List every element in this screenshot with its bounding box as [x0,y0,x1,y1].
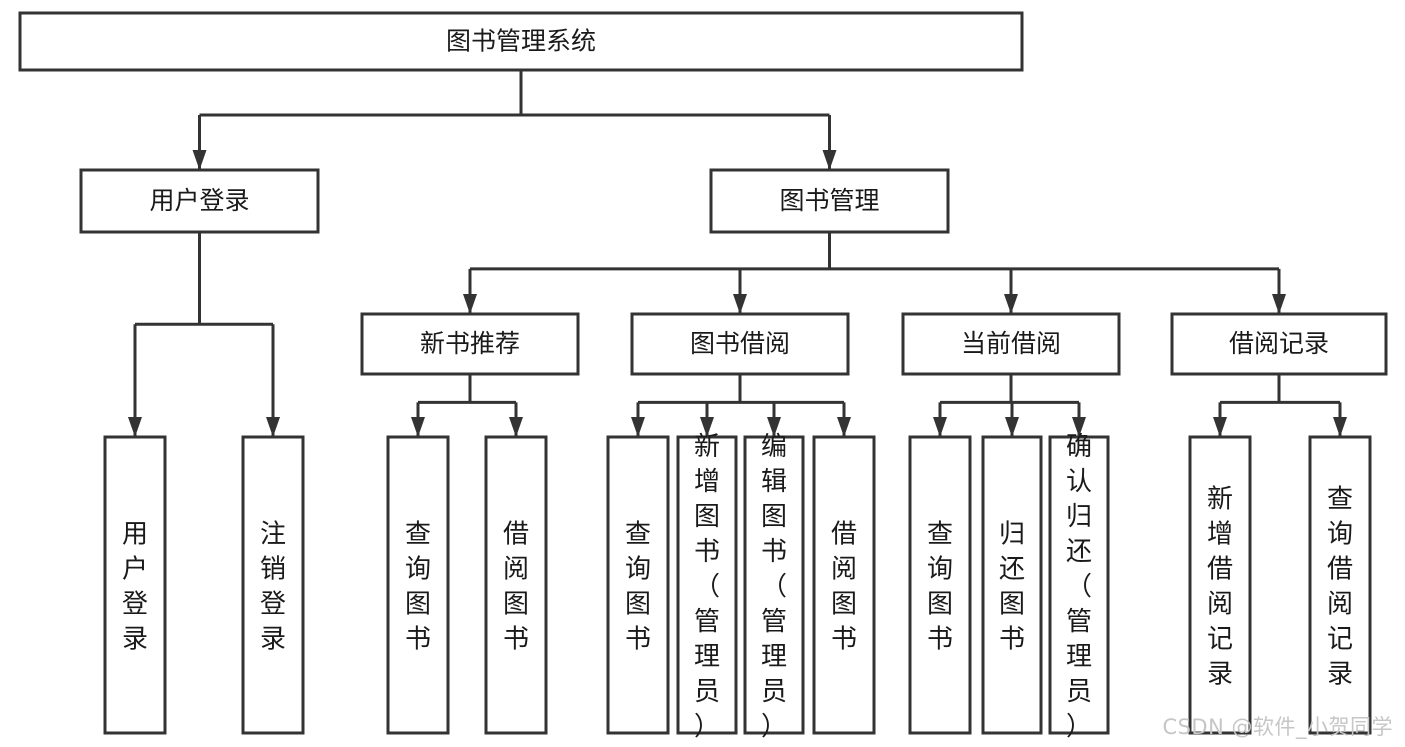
node-leaf-query-book-1[interactable]: 查询图书 [386,435,450,735]
node-leaf-borrow-book-1-box[interactable] [484,435,548,735]
node-leaf-query-book-1-label: 查询图书 [405,519,431,654]
node-leaf-query-book-2-label: 查询图书 [625,519,651,654]
node-leaf-confirm-return-box[interactable] [1048,435,1110,735]
node-borrow-record[interactable]: 借阅记录 [1170,312,1388,376]
node-book-manage-box[interactable] [709,168,950,234]
node-leaf-user-login-box[interactable] [103,435,167,735]
arrow-head-icon [1004,294,1018,314]
node-user-login-label: 用户登录 [149,186,249,215]
node-leaf-user-login[interactable]: 用户登录 [103,435,167,735]
arrow-head-icon [266,417,280,437]
node-leaf-query-book-3[interactable]: 查询图书 [908,435,972,735]
node-leaf-edit-book-box[interactable] [743,435,805,735]
node-leaf-logout-label: 注销登录 [260,519,286,654]
connector-book-manage-to-level3 [463,232,1286,314]
node-current-borrow[interactable]: 当前借阅 [901,312,1121,376]
arrow-head-icon [1213,417,1227,437]
arrow-head-icon [767,417,781,437]
node-book-borrow[interactable]: 图书借阅 [630,312,850,376]
node-leaf-query-record-box[interactable] [1308,435,1372,735]
node-leaf-query-record-label: 查询借阅记录 [1327,484,1353,689]
node-leaf-edit-book[interactable]: 编辑图书（管理员） [743,432,805,742]
node-borrow-record-box[interactable] [1170,312,1388,376]
node-root-box[interactable] [18,11,1024,72]
arrow-head-icon [631,417,645,437]
node-user-login[interactable]: 用户登录 [79,168,320,234]
node-leaf-add-book[interactable]: 新增图书（管理员） [676,432,738,742]
node-leaf-logout-box[interactable] [241,435,305,735]
connector-new-book-rec-to-leaves [411,374,523,437]
node-new-book-rec-box[interactable] [360,312,580,376]
arrow-head-icon [128,417,142,437]
node-leaf-borrow-book-2[interactable]: 借阅图书 [812,435,876,735]
node-leaf-add-book-label: 新增图书（管理员） [694,432,720,742]
node-leaf-add-record-label: 新增借阅记录 [1207,484,1233,689]
node-leaf-query-book-3-label: 查询图书 [927,519,953,654]
connector-layer [128,70,1347,437]
connector-user-login-to-leaves [128,232,280,437]
arrow-head-icon [933,417,947,437]
connector-current-borrow-to-leaves [933,374,1086,437]
node-user-login-box[interactable] [79,168,320,234]
connector-book-borrow-to-leaves [631,374,851,437]
node-layer: 图书管理系统用户登录图书管理新书推荐图书借阅当前借阅借阅记录用户登录注销登录查询… [18,11,1388,742]
node-book-manage[interactable]: 图书管理 [709,168,950,234]
node-current-borrow-box[interactable] [901,312,1121,376]
node-leaf-user-login-label: 用户登录 [122,519,148,654]
arrow-head-icon [1272,294,1286,314]
arrow-head-icon [192,150,207,170]
arrow-head-icon [1005,417,1019,437]
node-root[interactable]: 图书管理系统 [18,11,1024,72]
node-leaf-return-book-label: 归还图书 [999,519,1025,654]
node-leaf-return-book[interactable]: 归还图书 [981,435,1043,735]
watermark-text: CSDN @软件_小贺同学 [1162,715,1393,739]
node-new-book-rec-label: 新书推荐 [420,329,520,358]
arrow-head-icon [822,150,837,170]
node-book-manage-label: 图书管理 [779,186,879,215]
node-leaf-borrow-book-2-box[interactable] [812,435,876,735]
node-borrow-record-label: 借阅记录 [1229,329,1329,358]
arrow-head-icon [700,417,714,437]
connector-borrow-record-to-leaves [1213,374,1347,437]
node-leaf-confirm-return-label: 确认归还（管理员） [1066,432,1092,742]
node-leaf-query-book-2[interactable]: 查询图书 [606,435,670,735]
node-leaf-return-book-box[interactable] [981,435,1043,735]
node-leaf-add-record[interactable]: 新增借阅记录 [1188,435,1252,735]
arrow-head-icon [1072,417,1086,437]
node-leaf-query-book-2-box[interactable] [606,435,670,735]
arrow-head-icon [1333,417,1347,437]
node-book-borrow-box[interactable] [630,312,850,376]
arrow-head-icon [509,417,523,437]
node-leaf-add-book-box[interactable] [676,435,738,735]
node-leaf-confirm-return[interactable]: 确认归还（管理员） [1048,432,1110,742]
node-leaf-edit-book-label: 编辑图书（管理员） [761,432,787,742]
arrow-head-icon [733,294,747,314]
node-leaf-borrow-book-2-label: 借阅图书 [831,519,857,654]
node-leaf-add-record-box[interactable] [1188,435,1252,735]
arrow-head-icon [411,417,425,437]
node-book-borrow-label: 图书借阅 [690,329,790,358]
node-leaf-query-book-3-box[interactable] [908,435,972,735]
arrow-head-icon [837,417,851,437]
node-new-book-rec[interactable]: 新书推荐 [360,312,580,376]
arrow-head-icon [463,294,477,314]
node-root-label: 图书管理系统 [446,27,596,56]
node-leaf-query-record[interactable]: 查询借阅记录 [1308,435,1372,735]
connector-root-to-level2 [192,70,837,170]
node-leaf-query-book-1-box[interactable] [386,435,450,735]
node-leaf-logout[interactable]: 注销登录 [241,435,305,735]
node-current-borrow-label: 当前借阅 [961,329,1061,358]
node-leaf-borrow-book-1[interactable]: 借阅图书 [484,435,548,735]
node-leaf-borrow-book-1-label: 借阅图书 [503,519,529,654]
